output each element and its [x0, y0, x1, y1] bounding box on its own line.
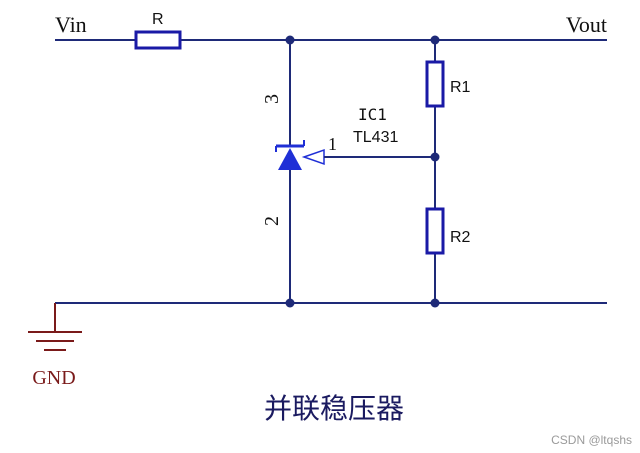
label-ic-ref: IC1: [358, 105, 387, 124]
label-pin-cathode: 3: [261, 94, 283, 104]
label-resistor-r1: R1: [450, 79, 471, 96]
label-ic-part: TL431: [353, 129, 398, 146]
tl431-symbol: [275, 140, 325, 170]
ground-symbol: [28, 303, 82, 351]
caption: 并联稳压器: [264, 393, 404, 425]
watermark: CSDN @ltqshs: [551, 433, 632, 447]
label-vout: Vout: [566, 12, 607, 37]
junction-bottom-tl431: [285, 298, 295, 308]
label-ground: GND: [32, 367, 75, 389]
label-pin-anode: 2: [261, 216, 283, 226]
junction-bottom-divider: [430, 298, 440, 308]
label-vin: Vin: [55, 12, 87, 37]
label-pin-ref: 1: [328, 134, 337, 154]
resistor-r: [134, 30, 182, 50]
label-resistor-r2: R2: [450, 229, 471, 246]
resistor-r1: [425, 60, 445, 108]
junction-top-tl431: [285, 35, 295, 45]
label-resistor-r: R: [152, 11, 164, 28]
junction-ref-node: [430, 152, 440, 162]
junction-top-divider: [430, 35, 440, 45]
resistor-r2: [425, 207, 445, 255]
